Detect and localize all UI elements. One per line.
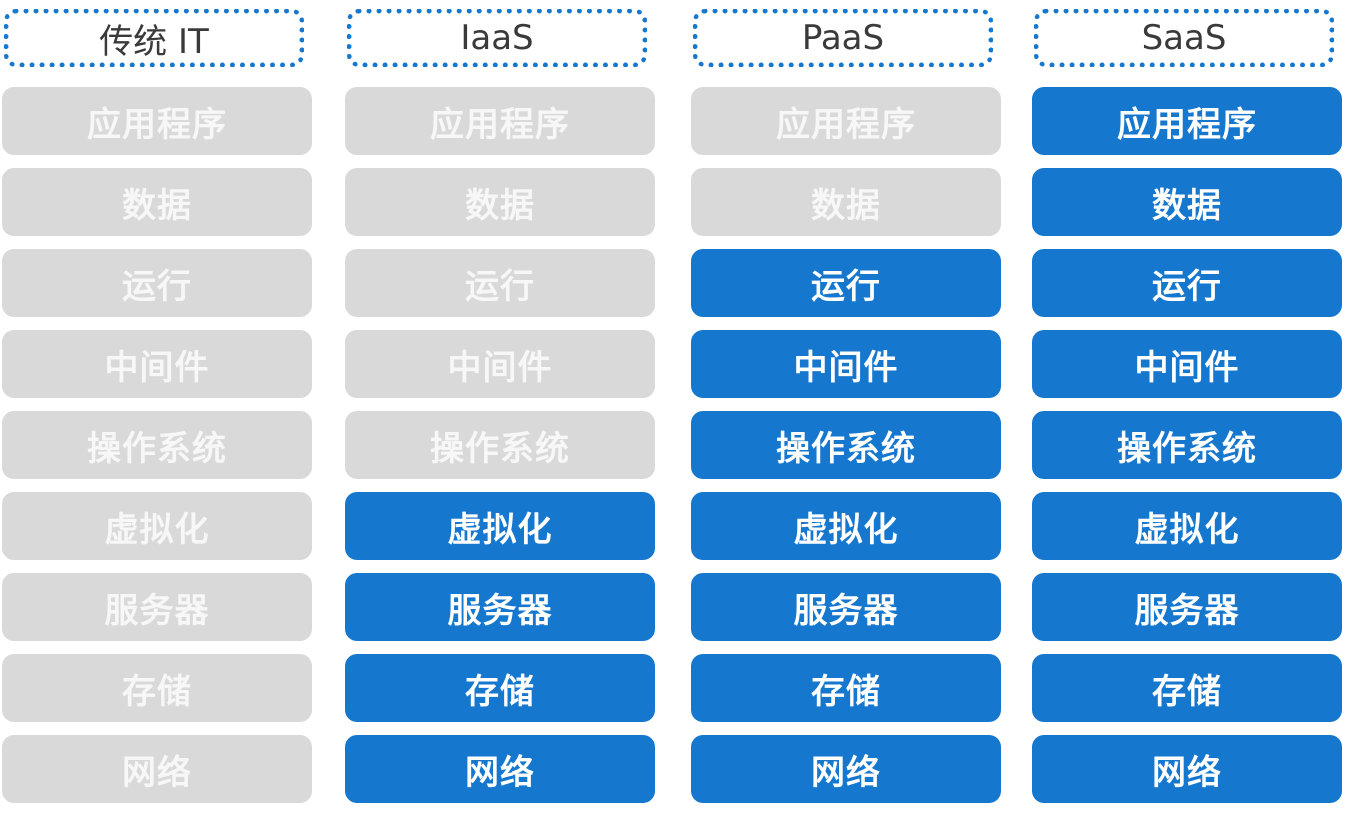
layer-network: 网络 — [345, 735, 655, 803]
layer-virtualization: 虚拟化 — [691, 492, 1001, 560]
layer-storage: 存储 — [345, 654, 655, 722]
layer-network: 网络 — [2, 735, 312, 803]
layer-servers: 服务器 — [1032, 573, 1342, 641]
layer-runtime: 运行 — [691, 249, 1001, 317]
layer-runtime: 运行 — [345, 249, 655, 317]
column-header: SaaS — [1034, 9, 1334, 67]
layer-middleware: 中间件 — [345, 330, 655, 398]
column-saas: SaaS 应用程序 数据 运行 中间件 操作系统 虚拟化 服务器 存储 网络 — [1032, 0, 1342, 816]
layer-runtime: 运行 — [1032, 249, 1342, 317]
layer-servers: 服务器 — [2, 573, 312, 641]
layer-servers: 服务器 — [345, 573, 655, 641]
layer-network: 网络 — [1032, 735, 1342, 803]
layer-data: 数据 — [1032, 168, 1342, 236]
layer-data: 数据 — [2, 168, 312, 236]
layer-application: 应用程序 — [691, 87, 1001, 155]
layer-os: 操作系统 — [2, 411, 312, 479]
layer-os: 操作系统 — [691, 411, 1001, 479]
layer-servers: 服务器 — [691, 573, 1001, 641]
layer-storage: 存储 — [691, 654, 1001, 722]
layer-storage: 存储 — [2, 654, 312, 722]
layer-middleware: 中间件 — [2, 330, 312, 398]
layer-virtualization: 虚拟化 — [345, 492, 655, 560]
layer-application: 应用程序 — [1032, 87, 1342, 155]
layer-os: 操作系统 — [1032, 411, 1342, 479]
layer-application: 应用程序 — [345, 87, 655, 155]
column-iaas: IaaS 应用程序 数据 运行 中间件 操作系统 虚拟化 服务器 存储 网络 — [345, 0, 655, 816]
column-paas: PaaS 应用程序 数据 运行 中间件 操作系统 虚拟化 服务器 存储 网络 — [691, 0, 1001, 816]
layer-data: 数据 — [691, 168, 1001, 236]
layer-network: 网络 — [691, 735, 1001, 803]
layer-application: 应用程序 — [2, 87, 312, 155]
layer-storage: 存储 — [1032, 654, 1342, 722]
layer-runtime: 运行 — [2, 249, 312, 317]
layer-virtualization: 虚拟化 — [2, 492, 312, 560]
column-traditional-it: 传统 IT 应用程序 数据 运行 中间件 操作系统 虚拟化 服务器 存储 网络 — [2, 0, 312, 816]
column-header: PaaS — [693, 9, 993, 67]
column-header: IaaS — [347, 9, 647, 67]
layer-os: 操作系统 — [345, 411, 655, 479]
layer-middleware: 中间件 — [1032, 330, 1342, 398]
column-header: 传统 IT — [4, 9, 304, 67]
layer-virtualization: 虚拟化 — [1032, 492, 1342, 560]
layer-data: 数据 — [345, 168, 655, 236]
layer-middleware: 中间件 — [691, 330, 1001, 398]
